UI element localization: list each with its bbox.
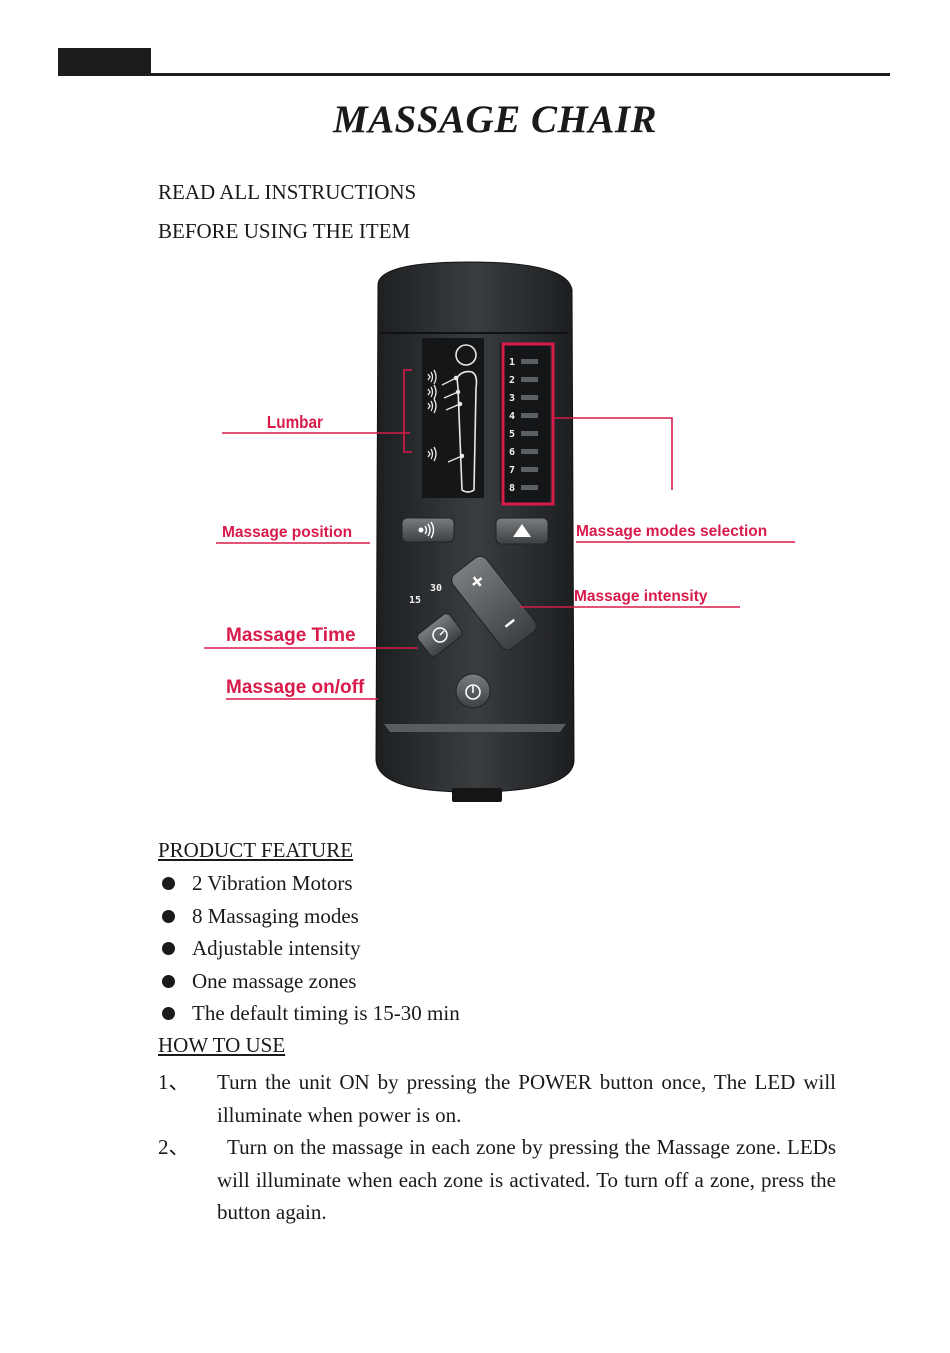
mode-led-list: 1 2 3 4 5 6 7 8 [509, 357, 538, 494]
mode-number-label: 1 [509, 357, 515, 368]
feature-list: 2 Vibration Motors 8 Massaging modes Adj… [158, 870, 460, 1033]
intro-line-2: BEFORE USING THE ITEM [158, 219, 411, 243]
callout-lumbar: Lumbar [222, 369, 412, 453]
mode-number-label: 8 [509, 483, 515, 494]
step-item: 1、 Turn the unit ON by pressing the POWE… [158, 1066, 836, 1131]
page-title: MASSAGE CHAIR [332, 98, 658, 141]
mode-selection-button[interactable] [495, 517, 549, 545]
step-text: Turn on the massage in each zone by pres… [217, 1135, 836, 1224]
list-item: 8 Massaging modes [158, 903, 460, 936]
bullet-icon [162, 877, 175, 890]
mode-led-1: 1 [509, 357, 538, 368]
remote-diagram: 1 2 3 4 5 6 7 8 + − 15 30 [204, 261, 795, 802]
step-number: 2、 [158, 1135, 190, 1159]
led-indicator [521, 413, 538, 418]
led-indicator [521, 467, 538, 472]
bullet-icon [162, 909, 175, 923]
mode-number-label: 4 [509, 411, 515, 422]
intensity-rocker[interactable]: + − [449, 553, 540, 653]
product-feature-heading: PRODUCT FEATURE [158, 838, 354, 862]
timer-label-15: 15 [409, 595, 421, 606]
header-rule [58, 73, 890, 76]
vibration-icon [418, 521, 435, 539]
mode-number-label: 7 [509, 465, 515, 476]
body-silhouette-icon [455, 344, 478, 493]
led-indicator [521, 485, 538, 490]
mode-led-4: 4 [509, 411, 538, 422]
mode-number-label: 6 [509, 447, 515, 458]
mode-led-8: 8 [509, 483, 538, 494]
led-indicator [521, 449, 538, 454]
bullet-icon [162, 974, 175, 988]
how-to-use-heading: HOW TO USE [158, 1033, 286, 1057]
svg-text:Massage modes selection: Massage modes selection [576, 523, 767, 540]
list-item: Adjustable intensity [158, 935, 460, 968]
led-indicator [521, 377, 538, 382]
step-number: 1、 [158, 1070, 190, 1094]
mode-led-5: 5 [509, 429, 538, 440]
clock-icon [432, 627, 448, 643]
bullet-icon [162, 942, 175, 956]
step-list: 1、 Turn the unit ON by pressing the POWE… [158, 1066, 836, 1229]
mode-led-6: 6 [509, 447, 538, 458]
timer-label-30: 30 [430, 583, 442, 594]
svg-text:Lumbar: Lumbar [267, 412, 324, 432]
svg-text:Massage intensity: Massage intensity [574, 588, 708, 605]
header-tab [58, 48, 151, 76]
callout-massage-position: Massage position [216, 524, 370, 544]
mode-led-2: 2 [509, 375, 538, 386]
svg-text:Massage on/off: Massage on/off [226, 677, 365, 698]
callout-massage-time: Massage Time [204, 625, 418, 649]
list-item: One massage zones [158, 968, 460, 1001]
power-icon [465, 684, 481, 700]
list-item: 2 Vibration Motors [158, 870, 460, 903]
callout-massage-onoff: Massage on/off [226, 677, 378, 700]
step-text: Turn the unit ON by pressing the POWER b… [217, 1070, 836, 1127]
step-item: 2、 Turn on the massage in each zone by p… [158, 1131, 836, 1229]
intro-line-1: READ ALL INSTRUCTIONS [158, 180, 417, 204]
led-indicator [521, 395, 538, 400]
mode-led-3: 3 [509, 393, 538, 404]
mode-number-label: 5 [509, 429, 515, 440]
callout-mode-selection: Massage modes selection [501, 342, 795, 543]
mode-number-label: 2 [509, 375, 515, 386]
svg-text:Massage Time: Massage Time [226, 625, 356, 646]
callout-massage-intensity: Massage intensity [520, 588, 740, 608]
led-indicator [521, 359, 538, 364]
bullet-icon [162, 1007, 175, 1021]
massage-position-button[interactable] [401, 517, 455, 543]
mode-led-7: 7 [509, 465, 538, 476]
svg-text:Massage position: Massage position [222, 524, 352, 541]
led-indicator [521, 431, 538, 436]
up-triangle-icon [513, 524, 531, 537]
power-button[interactable] [455, 673, 491, 709]
vibration-indicators [427, 369, 465, 463]
mode-number-label: 3 [509, 393, 515, 404]
remote-control: 1 2 3 4 5 6 7 8 + − 15 30 [375, 261, 575, 802]
list-item: The default timing is 15-30 min [158, 1000, 460, 1033]
